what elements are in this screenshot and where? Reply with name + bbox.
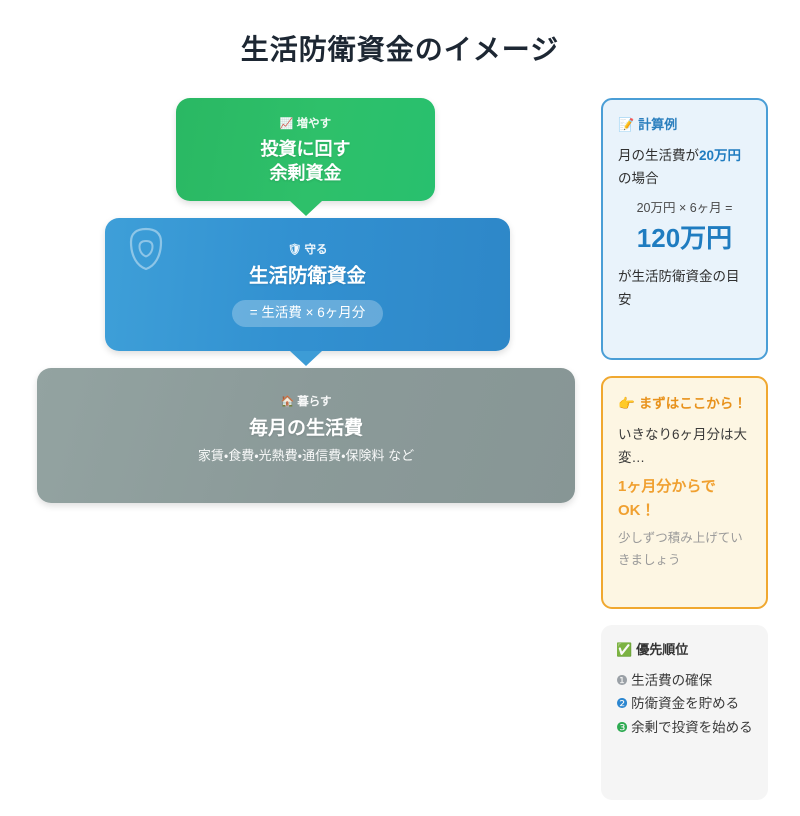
memo-icon: 📝 (618, 117, 635, 132)
start-here-heading: 👉まずはここから！ (618, 394, 751, 414)
calc-example-heading-label: 計算例 (638, 117, 678, 132)
shield-icon (123, 226, 169, 272)
tier-living-cost: 🏠暮らす 毎月の生活費 家賃・食費・光熱費・通信費・保険料 など (37, 368, 575, 503)
tier-defence-fund-title: 生活防衛資金 (248, 264, 366, 287)
tier-living-cost-kicker: 🏠暮らす (37, 396, 575, 410)
calc-example-heading: 📝計算例 (618, 116, 751, 135)
tier-defence-fund-kicker: 🛡守る (105, 244, 510, 258)
priority-heading-label: 優先順位 (636, 642, 689, 657)
priority-heading: ✅優先順位 (616, 641, 753, 660)
start-here-heading-label: まずはここから！ (638, 396, 747, 411)
formula-pill: = 生活費 × 6ヶ月分 (231, 299, 384, 327)
chart-up-icon: 📈 (279, 118, 294, 130)
calc-example-premise: 月の生活費が20万円の場合 (618, 144, 751, 190)
shield-emoji-icon: 🛡 (287, 244, 302, 256)
arrow-invest-to-fund-icon (290, 201, 322, 216)
number-badge-1-icon: ❶ (616, 672, 629, 688)
arrow-fund-to-living-icon (290, 351, 322, 366)
start-here-line1: いきなり6ヶ月分は大変… (618, 426, 748, 466)
tier-invest: 📈増やす 投資に回す 余剰資金 (176, 98, 435, 201)
priority-item-2-label: 防衛資金を貯める (631, 696, 740, 712)
calc-conclusion: が生活防衛資金の目安 (618, 268, 740, 307)
tier-defence-fund-kicker-label: 守る (304, 244, 328, 256)
house-icon: 🏠 (280, 396, 295, 408)
tier-invest-title-line2: 余剰資金 (269, 162, 342, 183)
tier-defence-fund: 🛡守る 生活防衛資金 = 生活費 × 6ヶ月分 (105, 218, 510, 351)
tier-living-cost-subtitle: 家賃・食費・光熱費・通信費・保険料 など (197, 447, 415, 463)
priority-item-3-label: 余剰で投資を始める (631, 719, 753, 735)
start-here-note: 少しずつ積み上げていきましょう (618, 531, 743, 567)
calc-premise-pre: 月の生活費が (618, 147, 699, 163)
calc-example-card: 📝計算例 月の生活費が20万円の場合 20万円 × 6ヶ月 = 120万円 が生… (601, 98, 768, 360)
calc-premise-post: の場合 (618, 171, 659, 187)
check-mark-icon: ✅ (616, 642, 633, 657)
calc-premise-amount: 20万 (699, 147, 728, 163)
start-here-emphasis: 1ヶ月分からでOK！ (618, 477, 716, 519)
calc-result: 120万円 (636, 222, 733, 253)
tier-invest-kicker-label: 増やす (296, 118, 332, 130)
calc-equation: 20万円 × 6ヶ月 = (636, 201, 733, 216)
pointing-hand-icon: 👉 (618, 396, 635, 411)
number-badge-2-icon: ❷ (616, 696, 629, 712)
calc-premise-unit: 円 (727, 147, 742, 163)
tier-invest-title: 投資に回す 余剰資金 (176, 138, 435, 186)
priority-item-1-label: 生活費の確保 (631, 672, 713, 688)
tier-living-cost-kicker-label: 暮らす (297, 396, 332, 408)
tier-living-cost-title: 毎月の生活費 (248, 417, 363, 439)
start-here-card: 👉まずはここから！ いきなり6ヶ月分は大変… 1ヶ月分からでOK！ 少しずつ積み… (601, 376, 768, 609)
page-title: 生活防衛資金のイメージ (240, 34, 560, 65)
number-badge-3-icon: ❸ (616, 719, 629, 735)
funnel-diagram: 📈増やす 投資に回す 余剰資金 🛡守る 生活防衛資金 = 生活費 × 6ヶ月分 … (0, 90, 590, 520)
tier-invest-title-line1: 投資に回す (260, 138, 351, 159)
tier-invest-kicker: 📈増やす (176, 118, 435, 132)
sidebar: 📝計算例 月の生活費が20万円の場合 20万円 × 6ヶ月 = 120万円 が生… (601, 98, 768, 816)
